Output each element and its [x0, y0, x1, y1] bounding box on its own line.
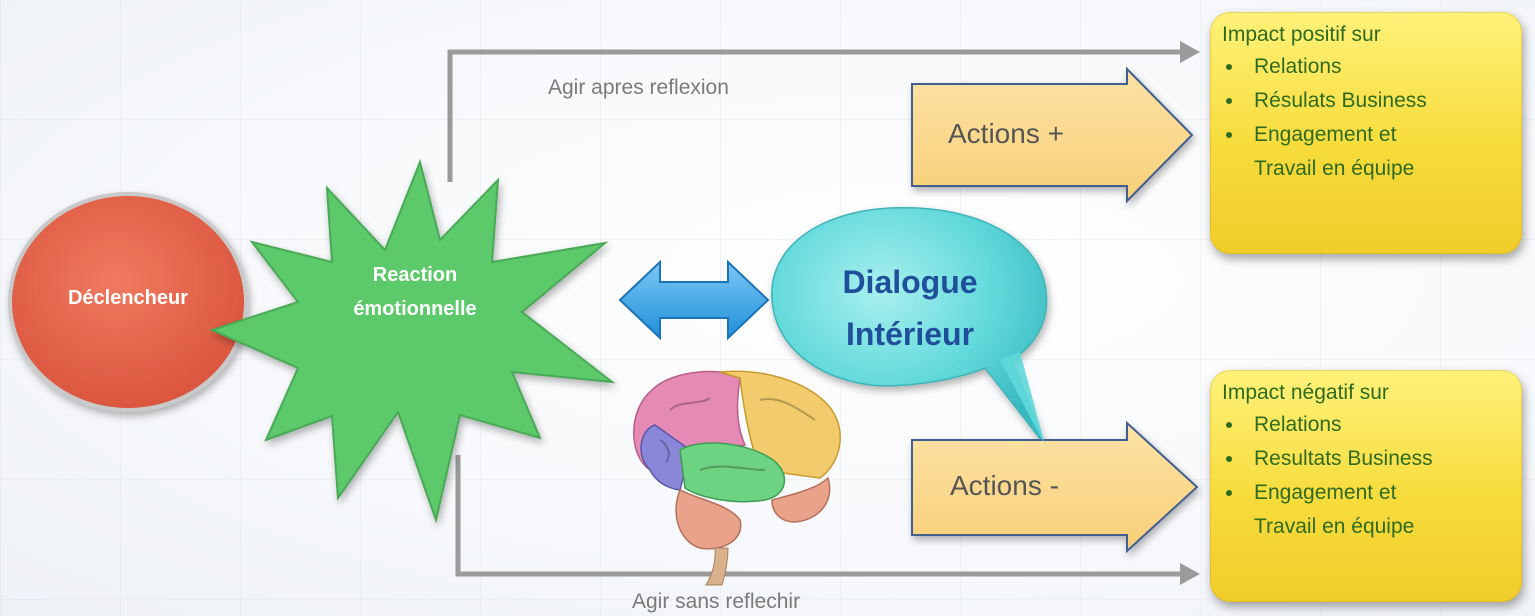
bullet-icon [1226, 132, 1232, 138]
dialogue-label-line2: Intérieur [845, 316, 975, 352]
list-item: Engagement et [1220, 476, 1512, 510]
list-item: Engagement et [1220, 118, 1512, 152]
impact-positive-list: Relations Résulats Business Engagement e… [1220, 50, 1512, 186]
reaction-label-line1: Reaction [372, 264, 458, 286]
impact-positive-item: Relations [1254, 55, 1342, 78]
impact-positive-title: Impact positif sur [1222, 23, 1381, 46]
actions-positive-label: Actions + [948, 118, 1064, 149]
route-top-connector [447, 41, 1200, 182]
bullet-icon [1226, 98, 1232, 104]
trigger-label: Déclencheur [67, 287, 189, 309]
actions-negative-label: Actions - [950, 470, 1059, 501]
list-item: Relations [1220, 50, 1512, 84]
route-bottom-connector [455, 455, 1200, 585]
impact-positive-item: Travail en équipe [1254, 157, 1415, 180]
route-top-label: Agir apres reflexion [548, 76, 729, 99]
impact-negative-item: Engagement et [1254, 481, 1397, 504]
impact-positive-box: Impact positif sur Relations Résulats Bu… [1210, 12, 1522, 254]
trigger-node [8, 192, 248, 412]
dialogue-bubble [771, 206, 1048, 446]
bullet-icon [1226, 64, 1232, 70]
bidirectional-arrow [618, 259, 770, 341]
impact-negative-box: Impact négatif sur Relations Resultats B… [1210, 370, 1522, 602]
list-item: Travail en équipe [1220, 510, 1512, 544]
impact-negative-item: Relations [1254, 413, 1342, 436]
list-item: Travail en équipe [1220, 152, 1512, 186]
actions-negative-arrow [911, 420, 1199, 554]
route-bottom-label: Agir sans reflechir [632, 590, 801, 613]
impact-negative-list: Relations Resultats Business Engagement … [1220, 408, 1512, 544]
bullet-icon [1226, 490, 1232, 496]
list-item: Resultats Business [1220, 442, 1512, 476]
bullet-icon [1226, 422, 1232, 428]
impact-positive-item: Engagement et [1254, 123, 1397, 146]
bullet-icon [1226, 456, 1232, 462]
impact-negative-item: Resultats Business [1254, 447, 1433, 470]
reaction-label-line2: émotionnelle [353, 298, 477, 320]
actions-positive-arrow [911, 66, 1194, 204]
reaction-starburst [209, 158, 616, 524]
list-item: Relations [1220, 408, 1512, 442]
impact-negative-title: Impact négatif sur [1222, 381, 1389, 404]
impact-positive-item: Résulats Business [1254, 89, 1427, 112]
list-item: Résulats Business [1220, 84, 1512, 118]
impact-negative-item: Travail en équipe [1254, 515, 1415, 538]
brain-illustration [633, 370, 841, 586]
dialogue-label-line1: Dialogue [842, 264, 978, 300]
